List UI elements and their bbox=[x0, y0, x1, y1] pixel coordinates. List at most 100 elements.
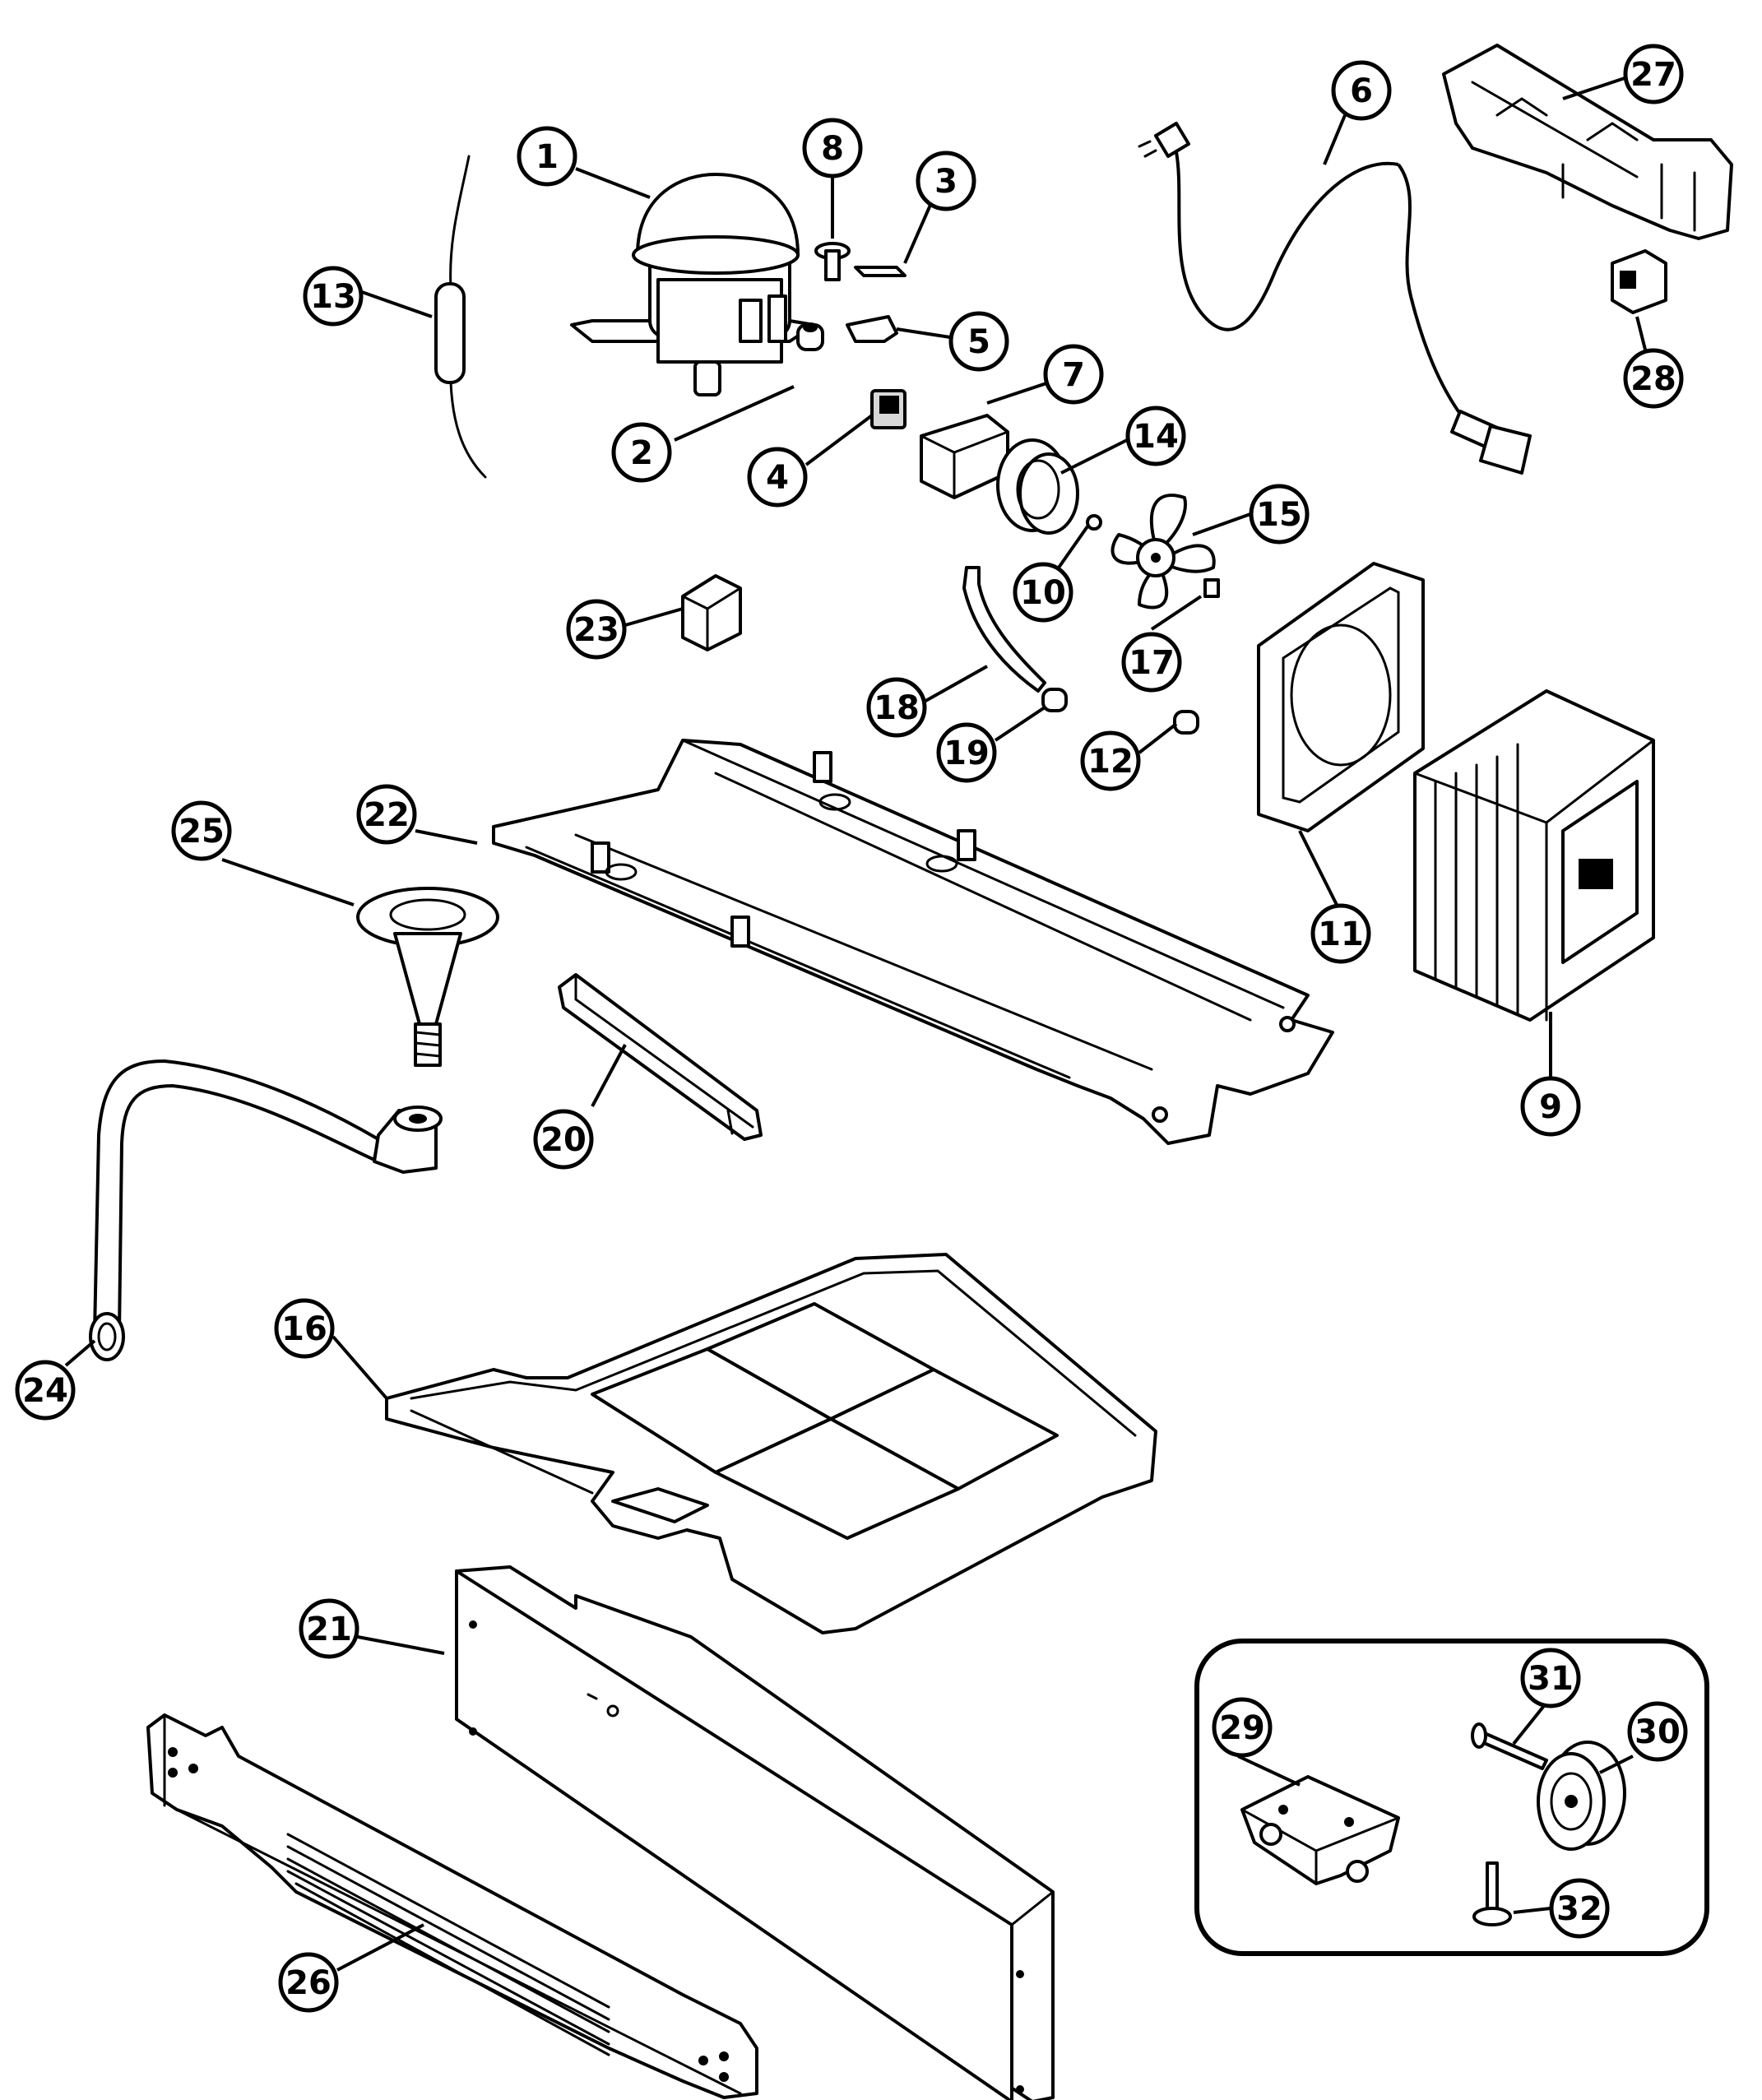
callout-31: 31 bbox=[1520, 1648, 1581, 1708]
callout-label: 4 bbox=[766, 459, 789, 497]
part-bolt bbox=[814, 242, 851, 281]
callout-5: 5 bbox=[948, 311, 1009, 372]
callout-10: 10 bbox=[1013, 562, 1073, 623]
callout-label: 25 bbox=[179, 813, 225, 851]
callout-label: 28 bbox=[1630, 360, 1676, 398]
part-axle-bolt bbox=[1471, 1722, 1548, 1770]
callout-label: 21 bbox=[306, 1611, 352, 1648]
callout-12: 12 bbox=[1080, 730, 1141, 791]
callout-label: 10 bbox=[1020, 574, 1066, 612]
callout-30: 30 bbox=[1627, 1701, 1688, 1762]
callout-19: 19 bbox=[936, 722, 997, 783]
callout-7: 7 bbox=[1043, 344, 1104, 405]
callout-label: 22 bbox=[364, 796, 410, 834]
part-overload bbox=[870, 389, 907, 429]
callout-label: 15 bbox=[1256, 496, 1302, 534]
callout-2: 2 bbox=[611, 422, 672, 483]
callout-label: 9 bbox=[1539, 1088, 1562, 1126]
callout-8: 8 bbox=[802, 118, 863, 178]
callout-16: 16 bbox=[274, 1298, 335, 1359]
callout-15: 15 bbox=[1249, 484, 1310, 545]
callout-label: 24 bbox=[22, 1372, 68, 1410]
part-drain-funnel bbox=[356, 887, 499, 1067]
part-junction-housing bbox=[1442, 44, 1733, 240]
callout-18: 18 bbox=[866, 677, 927, 738]
callout-label: 3 bbox=[934, 163, 958, 201]
part-wheel bbox=[1537, 1741, 1626, 1851]
callout-14: 14 bbox=[1125, 406, 1186, 466]
callout-28: 28 bbox=[1623, 348, 1684, 409]
part-switch bbox=[681, 574, 742, 651]
part-channel bbox=[558, 973, 763, 1141]
part-clip bbox=[854, 266, 907, 277]
inset-frame bbox=[1194, 1639, 1709, 1956]
part-cover-panel bbox=[492, 739, 1334, 1145]
part-kickplate bbox=[146, 1713, 758, 2099]
callout-label: 13 bbox=[310, 278, 356, 316]
callout-label: 18 bbox=[874, 689, 920, 727]
part-nut bbox=[1086, 514, 1102, 531]
callout-label: 1 bbox=[536, 138, 559, 176]
part-access-panel bbox=[455, 1565, 1055, 2100]
part-grommet bbox=[796, 322, 824, 351]
part-fan-shroud bbox=[1257, 562, 1425, 832]
callout-11: 11 bbox=[1310, 903, 1371, 964]
callout-20: 20 bbox=[533, 1109, 594, 1170]
callout-label: 19 bbox=[944, 735, 990, 772]
callout-29: 29 bbox=[1212, 1697, 1273, 1758]
leader-lines bbox=[64, 76, 1651, 1972]
callout-label: 16 bbox=[281, 1310, 327, 1348]
callout-label: 14 bbox=[1133, 418, 1179, 456]
part-grommet-19 bbox=[1041, 688, 1068, 712]
part-filter-drier bbox=[434, 155, 487, 479]
part-fan-motor bbox=[996, 438, 1079, 535]
callout-label: 26 bbox=[285, 1964, 332, 2002]
callout-24: 24 bbox=[15, 1360, 76, 1421]
callout-9: 9 bbox=[1520, 1076, 1581, 1137]
callout-26: 26 bbox=[278, 1952, 339, 2013]
part-bracket-17 bbox=[1203, 578, 1220, 598]
callout-32: 32 bbox=[1549, 1878, 1610, 1939]
callout-label: 23 bbox=[573, 611, 619, 649]
part-clip-5 bbox=[846, 315, 898, 343]
part-grommet-12 bbox=[1173, 710, 1199, 735]
part-power-cord bbox=[1138, 122, 1532, 475]
part-roller-bracket bbox=[1240, 1775, 1400, 1885]
callout-22: 22 bbox=[356, 784, 417, 845]
callout-25: 25 bbox=[171, 800, 232, 861]
part-drain-tube bbox=[89, 1059, 443, 1361]
part-evaporator-coil bbox=[1413, 689, 1655, 1022]
callout-label: 6 bbox=[1350, 72, 1373, 110]
callout-21: 21 bbox=[299, 1598, 359, 1659]
part-relay-cover bbox=[920, 414, 1009, 499]
callout-label: 27 bbox=[1630, 56, 1676, 94]
part-fan-blade bbox=[1111, 494, 1216, 610]
callout-label: 11 bbox=[1318, 916, 1364, 953]
callout-23: 23 bbox=[566, 599, 627, 660]
callout-6: 6 bbox=[1331, 60, 1392, 121]
part-leveling-leg bbox=[1472, 1861, 1512, 1926]
callout-4: 4 bbox=[747, 447, 808, 508]
part-motor-bracket bbox=[962, 566, 1046, 693]
callout-13: 13 bbox=[303, 266, 364, 327]
callout-label: 31 bbox=[1528, 1660, 1574, 1698]
part-drain-pan bbox=[385, 1253, 1157, 1634]
callout-label: 8 bbox=[821, 130, 844, 168]
callout-3: 3 bbox=[916, 151, 976, 211]
callout-label: 12 bbox=[1087, 743, 1134, 781]
callout-label: 2 bbox=[630, 434, 653, 472]
callout-27: 27 bbox=[1623, 44, 1684, 104]
callout-label: 17 bbox=[1129, 644, 1175, 682]
callout-label: 29 bbox=[1219, 1709, 1265, 1747]
part-connector bbox=[1611, 249, 1667, 314]
callout-label: 7 bbox=[1062, 356, 1085, 394]
part-compressor bbox=[570, 173, 816, 396]
callout-label: 20 bbox=[540, 1121, 587, 1159]
callout-label: 30 bbox=[1634, 1713, 1681, 1751]
callout-label: 32 bbox=[1556, 1890, 1602, 1928]
callout-17: 17 bbox=[1121, 632, 1182, 693]
callout-1: 1 bbox=[517, 126, 577, 187]
callout-label: 5 bbox=[967, 323, 990, 361]
